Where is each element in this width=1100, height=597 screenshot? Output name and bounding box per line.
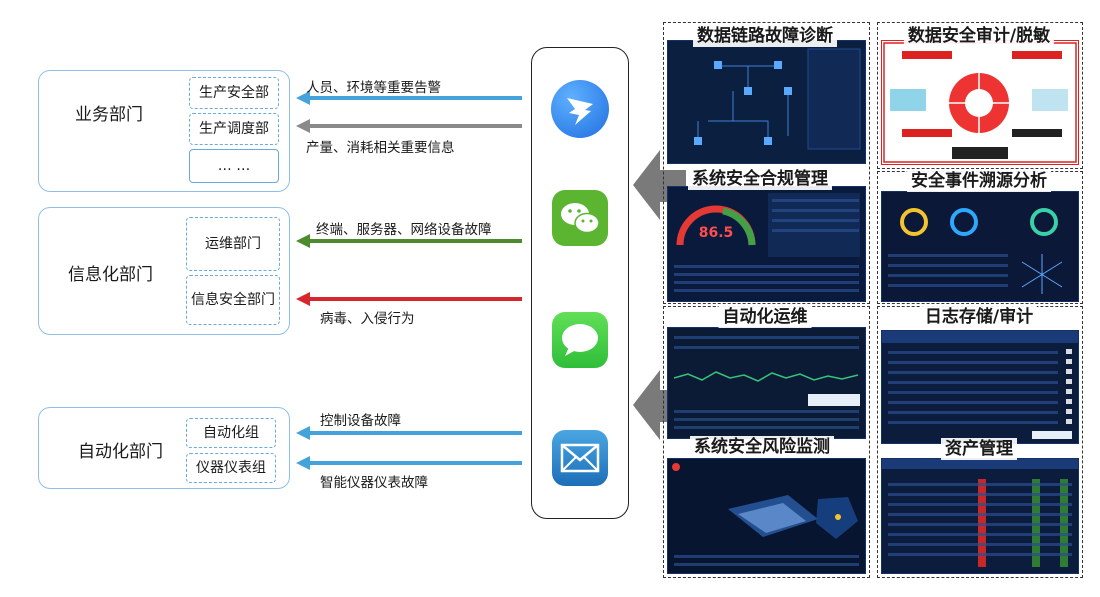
panel-title-risk-monitor: 系统安全风险监测 — [690, 436, 834, 458]
alert-arrow-3 — [296, 234, 522, 248]
risk-monitor-screenshot — [667, 458, 866, 574]
panel-to-hub-arrow-top — [633, 150, 686, 220]
mail-icon — [552, 430, 608, 486]
alert-arrow-2 — [296, 119, 522, 133]
info-security-dept: 信息安全部门 — [186, 275, 280, 325]
alert-arrow-4 — [296, 292, 522, 306]
panel-to-hub-arrow-bottom — [633, 370, 686, 440]
messages-icon — [552, 312, 608, 368]
alert-label-4: 病毒、入侵行为 — [320, 311, 415, 327]
panel-title-data-audit: 数据安全审计/脱敏 — [903, 25, 1055, 47]
panel-title-asset-management: 资产管理 — [941, 438, 1017, 460]
panel-frame-right-top — [877, 22, 1083, 169]
panel-title-log-audit: 日志存储/审计 — [920, 306, 1038, 328]
panel-title-compliance: 系统安全合规管理 — [688, 168, 832, 190]
production-safety-dept: 生产安全部 — [189, 77, 279, 109]
alert-label-1: 人员、环境等重要告警 — [306, 80, 441, 96]
production-dispatch-dept: 生产调度部 — [189, 113, 279, 145]
panel-title-auto-ops: 自动化运维 — [718, 306, 812, 328]
data-audit-screenshot — [881, 40, 1079, 165]
panel-title-link-diagnosis: 数据链路故障诊断 — [693, 25, 837, 47]
wechat-icon — [552, 190, 608, 246]
dingtalk-icon — [551, 80, 609, 138]
alert-arrow-6 — [296, 456, 522, 470]
alert-arrow-1 — [296, 91, 522, 105]
log-audit-screenshot — [881, 330, 1079, 444]
automation-department-name: 自动化部门 — [78, 442, 163, 462]
alert-label-2: 产量、消耗相关重要信息 — [306, 140, 455, 156]
event-trace-screenshot — [881, 191, 1079, 302]
alert-label-5: 控制设备故障 — [320, 413, 401, 429]
alert-label-6: 智能仪器仪表故障 — [320, 475, 428, 491]
panel-frame-left-top — [663, 22, 870, 304]
auto-ops-screenshot — [667, 327, 866, 439]
compliance-gauge-value: 86.5 — [699, 225, 734, 241]
panel-title-event-trace: 安全事件溯源分析 — [907, 170, 1051, 192]
instrument-group: 仪器仪表组 — [186, 453, 276, 483]
alert-label-3: 终端、服务器、网络设备故障 — [316, 222, 492, 238]
more-subdepartments: … … — [189, 149, 279, 183]
automation-group: 自动化组 — [186, 418, 276, 448]
it-department-name: 信息化部门 — [68, 265, 153, 285]
compliance-screenshot: 86.5 — [667, 186, 866, 302]
link-diagnosis-screenshot — [667, 40, 866, 164]
asset-management-screenshot — [881, 458, 1079, 574]
operations-dept: 运维部门 — [186, 217, 280, 271]
business-department-name: 业务部门 — [75, 105, 143, 125]
alert-arrow-5 — [296, 426, 522, 440]
